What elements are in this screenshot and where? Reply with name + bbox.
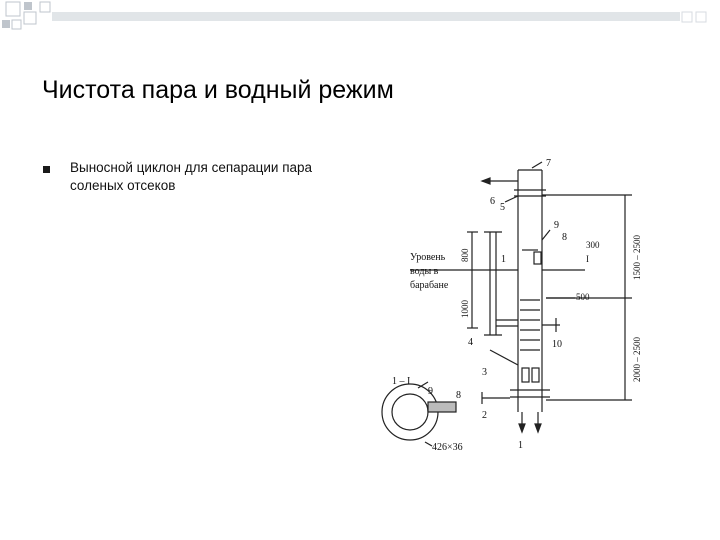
callout-4: 4 — [468, 337, 473, 348]
dimension-500: 500 — [576, 292, 590, 302]
section-callout-8: 8 — [456, 390, 461, 401]
callout-10: 10 — [552, 339, 562, 350]
section-marker: I — [586, 254, 589, 264]
callout-8: 8 — [562, 232, 567, 243]
pipe-size-label: 426×36 — [432, 442, 463, 453]
dimension-1000: 1000 — [460, 300, 470, 319]
corner-decoration — [2, 1, 707, 30]
svg-text:Уровень: Уровень — [410, 252, 446, 263]
dimension-300: 300 — [586, 240, 600, 250]
water-level-label: Уровень воды в барабане — [410, 252, 449, 291]
section-callout-9: 9 — [428, 386, 433, 397]
svg-text:воды в: воды в — [410, 266, 439, 277]
callout-1-upper: 1 — [501, 254, 506, 265]
slide-title: Чистота пара и водный режим — [42, 76, 394, 104]
callout-9: 9 — [554, 220, 559, 231]
dimension-1500-2500: 1500 – 2500 — [632, 235, 642, 281]
cyclone-diagram: 7 6 5 9 8 1 4 10 3 2 1 Уровень воды в ба… — [381, 158, 642, 453]
dimension-800: 800 — [460, 248, 470, 262]
bullet-marker — [43, 166, 50, 173]
bullet-text: Выносной циклон для сепарации пара солен… — [70, 160, 313, 193]
callout-1-lower: 1 — [518, 440, 523, 451]
callout-2: 2 — [482, 410, 487, 421]
callout-5: 5 — [500, 202, 505, 213]
callout-6: 6 — [490, 196, 495, 207]
dimension-2000-2500: 2000 – 2500 — [632, 337, 642, 383]
callout-3: 3 — [482, 367, 487, 378]
section-label: 1 – I — [392, 376, 410, 387]
svg-text:барабане: барабане — [410, 280, 449, 291]
callout-7: 7 — [546, 158, 551, 169]
